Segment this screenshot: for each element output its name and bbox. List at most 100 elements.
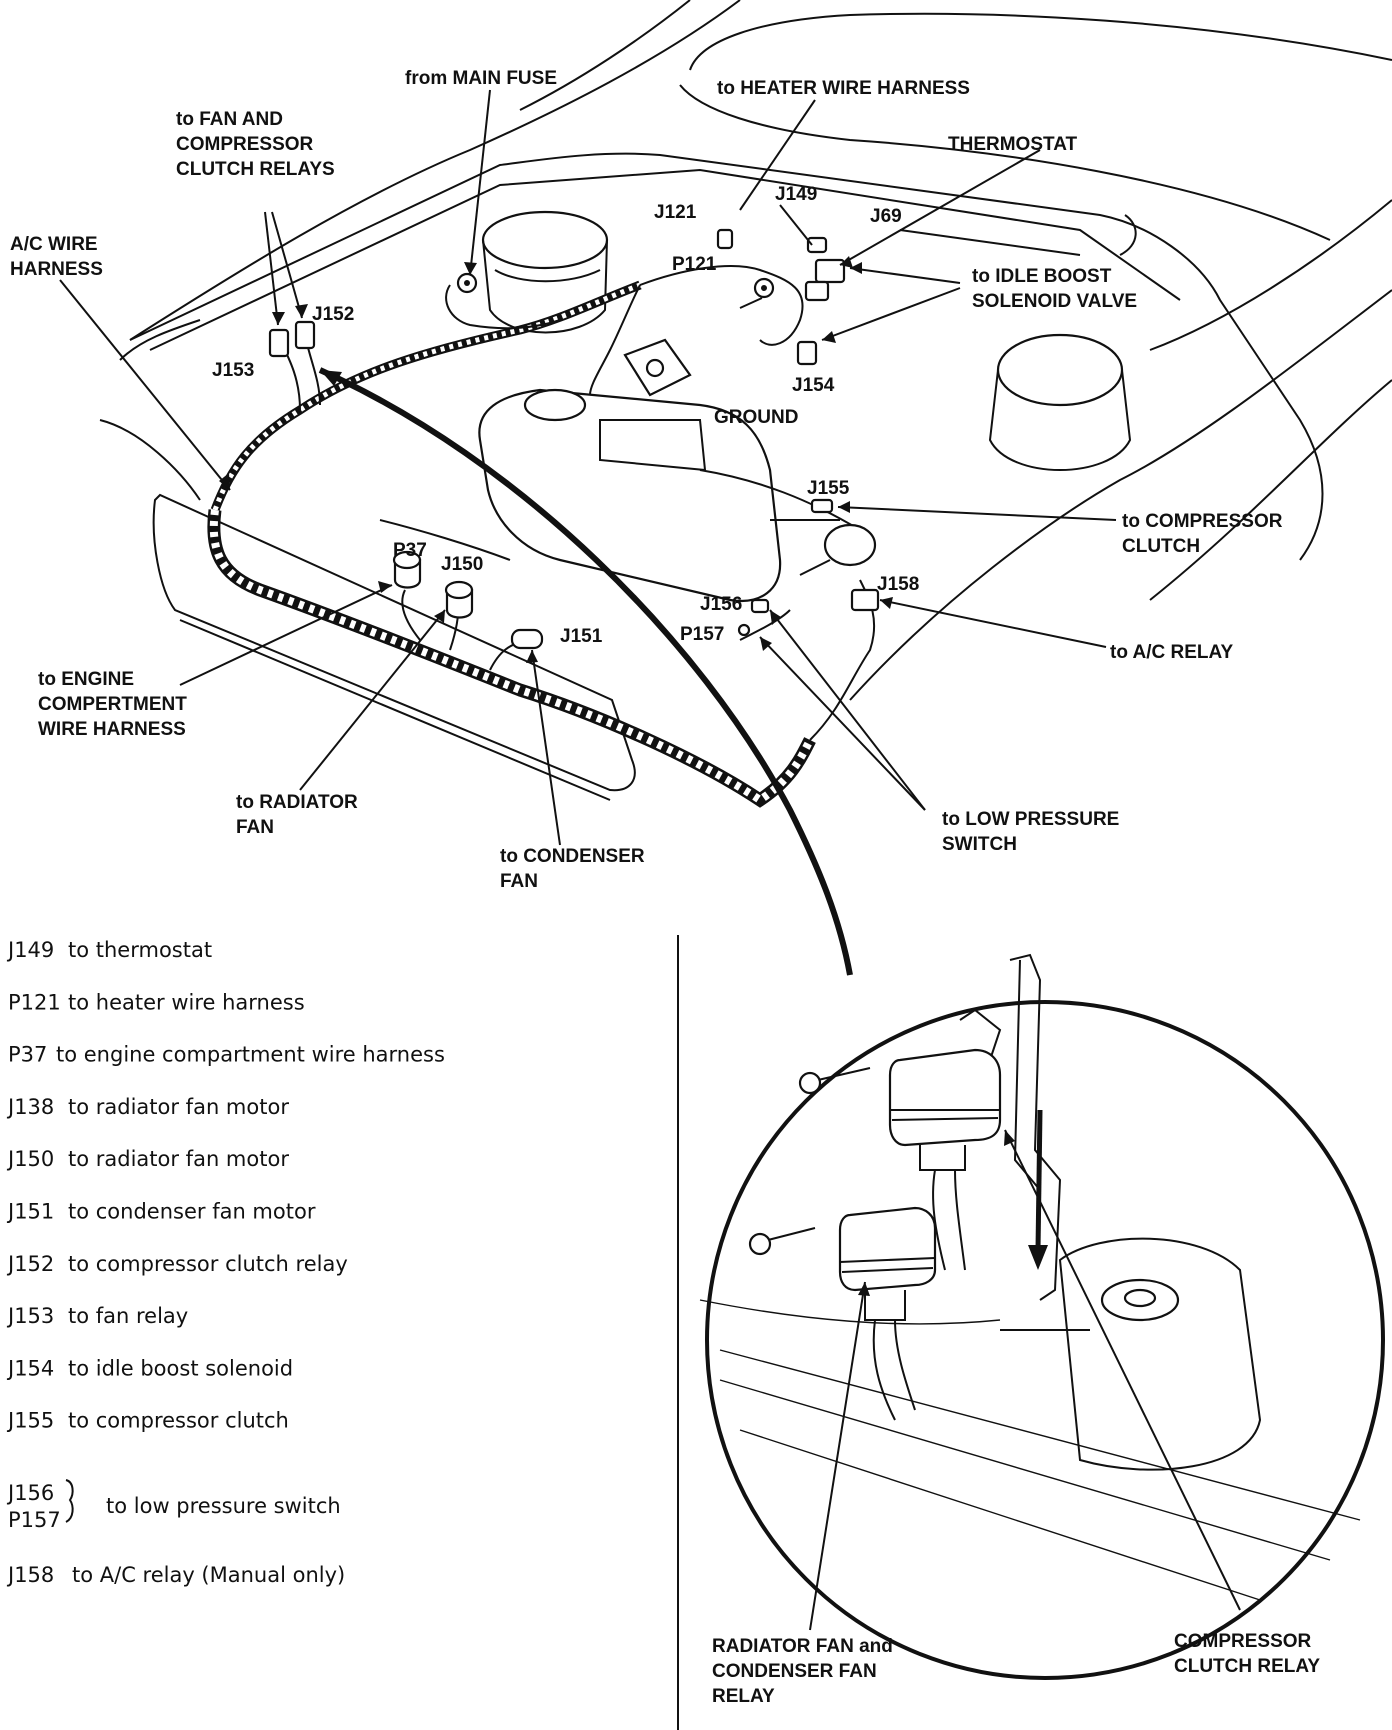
label-j69: J69: [870, 206, 902, 227]
label-idle-boost-1: to IDLE BOOST: [972, 266, 1112, 287]
label-radiator-fan-1: to RADIATOR: [236, 792, 358, 813]
label-j152: J152: [312, 304, 354, 325]
label-j154: J154: [792, 375, 835, 396]
label-j155: J155: [807, 478, 850, 499]
connector-j149: [806, 236, 828, 254]
leader-arrowheads: [219, 256, 893, 663]
label-radiator-fan-2: FAN: [236, 817, 274, 838]
legend-group-low-pressure: J156 P157 to low pressure switch: [6, 1479, 341, 1532]
legend-code: P121: [8, 990, 61, 1014]
legend-code: J155: [6, 1409, 54, 1433]
label-j149: J149: [775, 184, 817, 205]
legend-row: J150 to radiator fan motor: [6, 1147, 289, 1171]
connector-j121: [716, 228, 734, 250]
label-compressor-clutch-2: CLUTCH: [1122, 536, 1200, 557]
reservoir-right: [988, 333, 1132, 471]
label-low-pressure-2: SWITCH: [942, 834, 1017, 855]
air-box: [478, 388, 877, 603]
legend-desc: to condenser fan motor: [68, 1200, 316, 1224]
label-fan-relays-3: CLUTCH RELAYS: [176, 159, 335, 180]
connector-j158: [850, 588, 880, 612]
legend-code: J152: [6, 1252, 54, 1276]
label-fan-relays-1: to FAN AND: [176, 109, 283, 130]
inset-connector-line: [318, 367, 853, 976]
connector-j156: [750, 598, 770, 614]
legend-code: P37: [8, 1043, 47, 1067]
connector-p37: [392, 550, 422, 589]
label-fan-relays-2: COMPRESSOR: [176, 134, 314, 155]
legend-code: J149: [6, 938, 54, 962]
legend-row-last: J158 to A/C relay (Manual only): [6, 1563, 345, 1587]
label-j158: J158: [877, 574, 919, 595]
label-j121: J121: [654, 202, 697, 223]
legend-desc: to radiator fan motor: [68, 1095, 289, 1119]
legend-desc: to idle boost solenoid: [68, 1356, 293, 1380]
callout-labels: from MAIN FUSE to HEATER WIRE HARNESS to…: [10, 68, 1320, 1707]
legend-row: J154 to idle boost solenoid: [6, 1356, 293, 1380]
connector-j151: [510, 628, 544, 650]
legend-desc: to low pressure switch: [106, 1494, 341, 1518]
label-engine-harness-3: WIRE HARNESS: [38, 719, 186, 740]
label-rad-relay-3: RELAY: [712, 1686, 775, 1707]
legend-row: J153 to fan relay: [6, 1304, 188, 1328]
legend-code: J153: [6, 1304, 54, 1328]
legend-desc: to fan relay: [68, 1304, 188, 1328]
label-j153: J153: [212, 360, 254, 381]
grommet: [623, 338, 692, 397]
label-p37: P37: [393, 540, 427, 561]
label-ac-relay: to A/C RELAY: [1110, 642, 1233, 663]
legend-brace: [65, 1479, 74, 1523]
label-j156: J156: [700, 594, 742, 615]
legend-desc: to radiator fan motor: [68, 1147, 289, 1171]
label-main-fuse: from MAIN FUSE: [405, 68, 557, 89]
connector-j155: [810, 498, 834, 514]
label-j151: J151: [560, 626, 603, 647]
label-comp-relay-1: COMPRESSOR: [1174, 1631, 1312, 1652]
label-rad-relay-1: RADIATOR FAN and: [712, 1636, 893, 1657]
label-rad-relay-2: CONDENSER FAN: [712, 1661, 877, 1682]
label-thermostat: THERMOSTAT: [948, 134, 1078, 155]
legend-code: J154: [6, 1356, 54, 1380]
connector-j153: [268, 328, 290, 358]
legend-code: J158: [6, 1563, 54, 1587]
legend-row: J138 to radiator fan motor: [6, 1095, 289, 1119]
label-j150: J150: [441, 554, 483, 575]
legend-row: J151 to condenser fan motor: [6, 1200, 316, 1224]
legend-code: J151: [6, 1200, 54, 1224]
label-low-pressure-1: to LOW PRESSURE: [942, 809, 1119, 830]
label-condenser-fan-1: to CONDENSER: [500, 846, 645, 867]
legend-row: P37 to engine compartment wire harness: [8, 1043, 445, 1067]
label-p157: P157: [680, 624, 724, 645]
label-heater-harness: to HEATER WIRE HARNESS: [717, 78, 970, 99]
legend-code: J156: [6, 1481, 54, 1505]
label-condenser-fan-2: FAN: [500, 871, 538, 892]
relay-inset: [699, 953, 1385, 1680]
legend-desc: to compressor clutch relay: [68, 1252, 348, 1276]
legend-desc: to heater wire harness: [68, 990, 305, 1014]
front-bumper: [99, 419, 636, 801]
legend-row: J149 to thermostat: [6, 938, 212, 962]
legend-row: P121 to heater wire harness: [8, 990, 305, 1014]
legend-desc: to thermostat: [68, 938, 212, 962]
legend-code: J138: [6, 1095, 54, 1119]
connector-p157: [737, 623, 751, 637]
main-fuse-terminal: [456, 272, 478, 294]
legend-desc: to engine compartment wire harness: [56, 1043, 445, 1067]
label-compressor-clutch-1: to COMPRESSOR: [1122, 511, 1283, 532]
connector-j152: [294, 320, 316, 350]
legend-code: J150: [6, 1147, 54, 1171]
ground-terminal: [753, 277, 775, 299]
label-comp-relay-2: CLUTCH RELAY: [1174, 1656, 1320, 1677]
label-ground: GROUND: [714, 407, 798, 428]
label-ac-harness-1: A/C WIRE: [10, 234, 98, 255]
reservoir-left: [481, 210, 609, 334]
label-p121: P121: [672, 254, 717, 275]
label-idle-boost-2: SOLENOID VALVE: [972, 291, 1137, 312]
connector-j154: [796, 340, 818, 366]
connector-j69: [804, 258, 846, 302]
inset-connector-arrowhead: [320, 370, 342, 386]
label-ac-harness-2: HARNESS: [10, 259, 103, 280]
